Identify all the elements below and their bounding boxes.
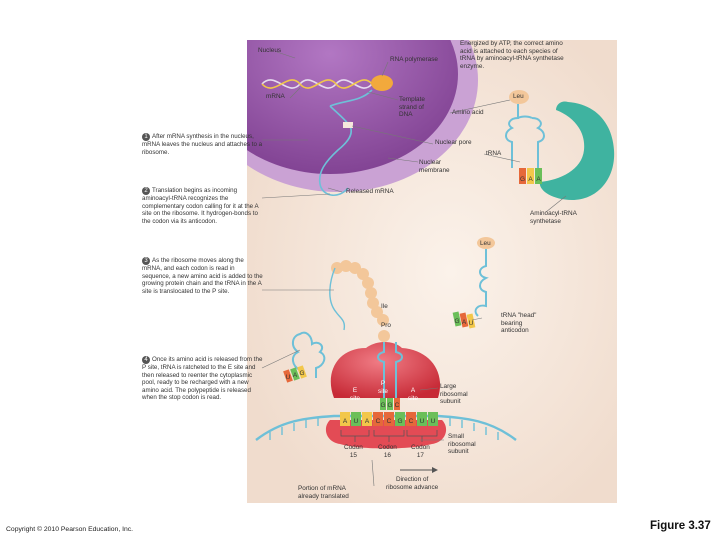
polypeptide-tail bbox=[329, 267, 346, 331]
trna-head-label: tRNA "head" bearing anticodon bbox=[501, 312, 537, 335]
top-trna-base-2 bbox=[527, 168, 534, 184]
top-trna-base-1 bbox=[519, 168, 526, 184]
p-site-trna bbox=[377, 342, 403, 398]
top-trna-base-3 bbox=[535, 168, 542, 184]
anticodon_p-letter-2: G bbox=[387, 402, 392, 409]
nuclear-pore-label: Nuclear pore bbox=[435, 139, 472, 146]
direction-label: Direction of ribosome advance bbox=[386, 476, 439, 491]
mid_trna-letter-2: A bbox=[462, 319, 467, 326]
exit_trna-letter-1: U bbox=[286, 374, 291, 381]
released-mrna-strand bbox=[318, 105, 353, 196]
mrna_seq-letter-4: C bbox=[376, 418, 381, 425]
amino-acid-label: Amino acid bbox=[452, 109, 484, 116]
anticodon-base-3 bbox=[394, 398, 400, 410]
pro-label: Pro bbox=[381, 322, 391, 329]
exit_trna-letter-3: G bbox=[299, 370, 304, 377]
nucleus-label: Nucleus bbox=[258, 47, 282, 54]
aminoacyl-synthetase-label: Aminoacyl-tRNA synthetase bbox=[530, 210, 577, 225]
codon16-label: Codon 16 bbox=[378, 444, 397, 459]
small-subunit-label: Small ribosomal subunit bbox=[448, 433, 476, 456]
codon15-bracket bbox=[340, 430, 370, 442]
portion-mrna-label: Portion of mRNA already translated bbox=[298, 485, 349, 500]
a-site-label: A site bbox=[408, 387, 418, 402]
mrna_seq-letter-5: C bbox=[387, 418, 392, 425]
mrna_seq-letter-9: U bbox=[431, 418, 436, 425]
mrna_seq-letter-2: U bbox=[354, 418, 359, 425]
codon17-bracket bbox=[406, 430, 438, 442]
codon16-bracket bbox=[373, 430, 405, 442]
mrna-base-teeth bbox=[269, 418, 499, 440]
mrna-codon-bases bbox=[340, 412, 438, 426]
trna-top bbox=[505, 104, 545, 168]
small-ribosomal-subunit bbox=[325, 420, 447, 449]
step-1-text: After mRNA synthesis in the nucleus, mRN… bbox=[142, 133, 263, 156]
mid-trna-base-2 bbox=[459, 312, 469, 328]
leu-mid-label: Leu bbox=[480, 240, 491, 247]
mid-trna-base-3 bbox=[466, 313, 476, 329]
codon15-label: Codon 15 bbox=[344, 444, 363, 459]
polypeptide-chain bbox=[331, 260, 390, 342]
top_trna-letter-2: A bbox=[528, 176, 533, 183]
mid-trna-base-1 bbox=[452, 311, 462, 327]
exit-base-2 bbox=[290, 367, 300, 381]
figure-number: Figure 3.37 bbox=[650, 520, 711, 532]
exit_trna-letter-2: A bbox=[293, 372, 298, 379]
step-3-text: As the ribosome moves along the mRNA, an… bbox=[142, 257, 263, 295]
copyright: Copyright © 2010 Pearson Education, Inc. bbox=[6, 526, 134, 533]
rna-polymerase bbox=[371, 75, 393, 91]
mid_trna-letter-1: G bbox=[454, 318, 459, 325]
leu-amino-acid-mid bbox=[477, 237, 495, 249]
step-2-number: 2 bbox=[142, 187, 150, 195]
template-strand-label: Template strand of DNA bbox=[399, 96, 425, 119]
exiting-trna bbox=[292, 331, 326, 378]
p-site-label: P site bbox=[378, 380, 388, 395]
large-ribosomal-subunit bbox=[330, 342, 441, 398]
large-subunit-label: Large ribosomal subunit bbox=[440, 383, 468, 406]
direction-arrow-head bbox=[432, 467, 438, 473]
mrna_seq-letter-1: A bbox=[343, 418, 348, 425]
step-2-text: Translation begins as incoming aminoacyl… bbox=[142, 187, 259, 225]
top_trna-letter-3: A bbox=[536, 176, 541, 183]
mrna-label: mRNA bbox=[266, 93, 285, 100]
trna-label: tRNA bbox=[486, 150, 502, 157]
leu-top-label: Leu bbox=[513, 93, 524, 100]
dna-strand-b bbox=[261, 79, 373, 89]
nucleus-body bbox=[247, 40, 458, 174]
mrna-nascent-strand bbox=[329, 89, 373, 107]
step-4-number: 4 bbox=[142, 356, 150, 364]
mrna_seq-letter-8: U bbox=[420, 418, 425, 425]
anticodon_p-letter-1: G bbox=[380, 402, 385, 409]
mrna_seq-letter-7: C bbox=[409, 418, 414, 425]
energized-label: Energized by ATP, the correct amino acid… bbox=[460, 40, 564, 70]
mrna_seq-letter-3: A bbox=[365, 418, 370, 425]
exit-base-1 bbox=[283, 369, 293, 383]
released-mrna-label: Released mRNA bbox=[346, 188, 394, 195]
step-1-number: 1 bbox=[142, 133, 150, 141]
anticodon-base-2 bbox=[387, 398, 393, 410]
step-3-number: 3 bbox=[142, 257, 150, 265]
codon17-label: Codon 17 bbox=[411, 444, 430, 459]
anticodon_p-letter-3: C bbox=[395, 402, 400, 409]
mrna_seq-letter-6: G bbox=[397, 418, 402, 425]
nuclear-membrane-label: Nuclear membrane bbox=[419, 159, 450, 174]
anticodon-base-1 bbox=[380, 398, 386, 410]
e-site-label: E site bbox=[350, 387, 360, 402]
aminoacyl-trna-synthetase bbox=[539, 101, 615, 200]
leader-lines bbox=[261, 51, 567, 487]
ile-label: Ile bbox=[381, 303, 388, 310]
mid_trna-letter-3: U bbox=[469, 320, 474, 327]
rna-polymerase-label: RNA polymerase bbox=[390, 56, 438, 63]
exit-base-3 bbox=[297, 365, 307, 379]
leu-amino-acid-top bbox=[509, 90, 529, 104]
top_trna-letter-1: G bbox=[520, 176, 525, 183]
step-4-text: Once its amino acid is released from the… bbox=[142, 356, 263, 402]
nuclear-pore-marker bbox=[343, 122, 353, 128]
mid-trna bbox=[474, 249, 489, 317]
